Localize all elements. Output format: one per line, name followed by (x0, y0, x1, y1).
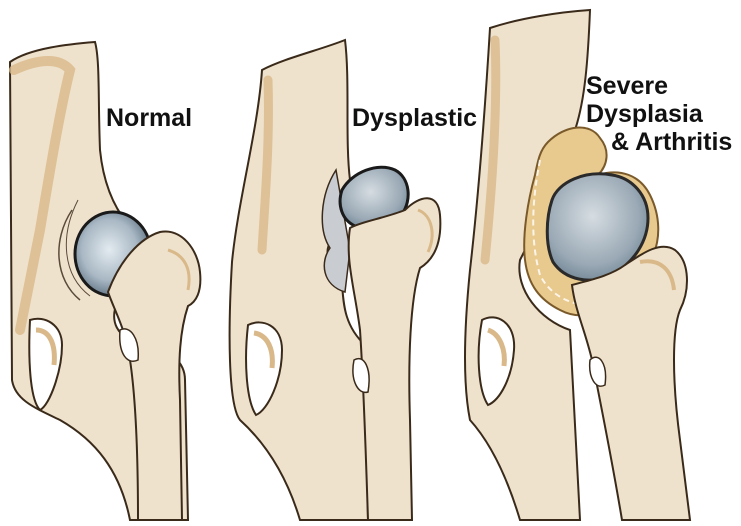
label-severe-dysplasia-arthritis: Severe Dysplasia & Arthritis (586, 72, 732, 156)
label-severe-line-2: Dysplasia (586, 100, 732, 128)
label-normal: Normal (106, 104, 192, 132)
label-severe-line-1: Severe (586, 72, 732, 100)
label-dysplastic: Dysplastic (352, 104, 477, 132)
pelvis-shape (230, 40, 368, 520)
label-severe-line-3: & Arthritis (611, 128, 732, 156)
